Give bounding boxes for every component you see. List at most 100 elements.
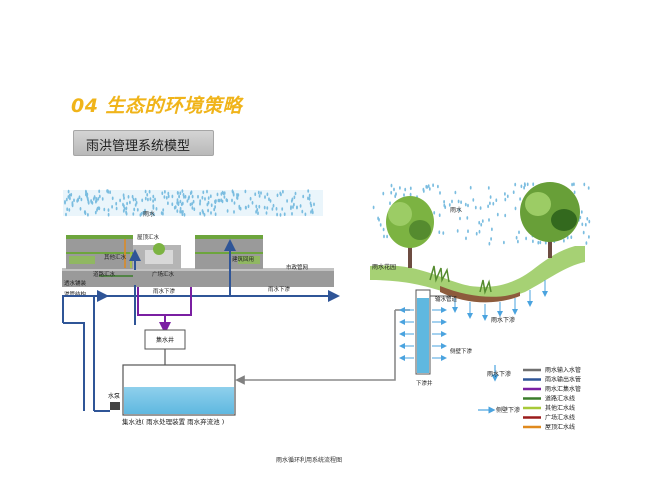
- raindrop: [144, 189, 147, 194]
- raindrop: [571, 182, 573, 187]
- legend-label: 其他汇水线: [545, 404, 575, 412]
- rain-band-left: [63, 189, 323, 217]
- label-road-runoff: 道路汇水: [93, 270, 116, 278]
- raindrop: [65, 197, 68, 202]
- raindrop: [111, 205, 113, 209]
- raindrop: [292, 205, 294, 209]
- raindrop: [573, 190, 576, 195]
- raindrop: [143, 211, 146, 215]
- raindrop: [570, 235, 573, 239]
- raindrop: [544, 240, 547, 245]
- raindrop: [525, 236, 527, 241]
- raindrop: [304, 212, 307, 217]
- legend-label: 屋顶汇水线: [545, 423, 575, 431]
- raindrop: [302, 194, 305, 199]
- raindrop: [504, 213, 507, 218]
- raindrop: [523, 185, 525, 190]
- raindrop: [191, 206, 194, 210]
- raindrop: [202, 190, 205, 195]
- label-rain-infiltration-1: 雨水下渗: [153, 287, 176, 295]
- raindrop: [260, 191, 262, 195]
- raindrop: [307, 196, 309, 201]
- raindrop: [249, 196, 252, 201]
- ground-strip: [62, 268, 334, 287]
- raindrop: [238, 206, 241, 210]
- raindrop: [310, 210, 312, 214]
- raindrop: [167, 201, 169, 205]
- raindrop: [308, 193, 311, 198]
- raindrop: [583, 182, 586, 187]
- raindrop: [313, 202, 315, 207]
- raindrop: [183, 195, 185, 199]
- raindrop: [518, 230, 520, 235]
- raindrop: [90, 200, 93, 204]
- raindrop: [176, 198, 179, 202]
- raindrop: [210, 203, 213, 207]
- figure-caption: 雨水循环利用系统流程图: [276, 456, 342, 464]
- raindrop: [467, 203, 469, 208]
- raindrop: [64, 200, 66, 204]
- raindrop: [491, 227, 493, 232]
- side-seep-arrows: [399, 307, 447, 361]
- raindrop: [164, 190, 166, 194]
- raindrop: [155, 207, 158, 211]
- raindrop: [65, 212, 67, 217]
- raindrop: [181, 201, 184, 206]
- raindrop: [296, 205, 298, 210]
- label-rain-garden: 雨水花园: [372, 263, 396, 271]
- raindrop: [573, 182, 575, 186]
- rain-label-left: 雨水: [143, 210, 155, 218]
- raindrop: [101, 197, 104, 201]
- legend-side-seep: 侧壁下渗: [496, 406, 520, 414]
- raindrop: [263, 205, 266, 210]
- raindrop: [86, 192, 89, 197]
- raindrop: [403, 193, 405, 197]
- raindrop: [311, 210, 314, 215]
- raindrop: [203, 213, 206, 217]
- raindrop: [244, 189, 247, 194]
- raindrop: [279, 213, 282, 217]
- raindrop: [206, 189, 208, 194]
- raindrop: [579, 215, 582, 220]
- raindrop: [71, 202, 74, 207]
- raindrop: [382, 227, 385, 232]
- raindrop: [187, 196, 190, 201]
- raindrop: [294, 191, 297, 196]
- raindrop: [520, 184, 523, 189]
- raindrop: [587, 186, 590, 190]
- raindrop: [276, 193, 279, 198]
- raindrop: [383, 234, 385, 239]
- raindrop: [181, 189, 184, 193]
- label-garden-infiltration: 雨水下渗: [491, 316, 515, 324]
- raindrop: [307, 189, 310, 193]
- raindrop: [372, 205, 375, 210]
- raindrop: [223, 195, 226, 199]
- raindrop: [197, 194, 199, 199]
- label-seepage-well: 下渗井: [416, 379, 433, 387]
- raindrop: [134, 197, 137, 202]
- raindrop: [162, 208, 165, 212]
- raindrop: [566, 235, 569, 240]
- raindrop: [78, 195, 81, 199]
- raindrop: [179, 209, 182, 214]
- raindrop: [251, 201, 254, 205]
- raindrop: [237, 193, 240, 197]
- page-title: 04 生态的环境策略: [71, 95, 243, 117]
- legend-label: 广场汇水线: [545, 414, 575, 422]
- raindrop: [146, 193, 149, 197]
- raindrop: [584, 222, 587, 227]
- raindrop: [474, 205, 477, 210]
- raindrop: [475, 231, 478, 236]
- label-tank: 集水池( 雨水处理装置 雨水弃流池 ): [122, 417, 224, 426]
- raindrop: [236, 196, 239, 200]
- raindrop: [191, 202, 194, 206]
- raindrop: [255, 210, 257, 214]
- label-building-use: 建筑回用: [232, 255, 254, 263]
- raindrop: [582, 230, 585, 235]
- raindrop: [199, 211, 202, 216]
- raindrop: [286, 199, 288, 203]
- raindrop: [132, 212, 135, 216]
- raindrop: [390, 190, 393, 195]
- raindrop: [95, 197, 98, 201]
